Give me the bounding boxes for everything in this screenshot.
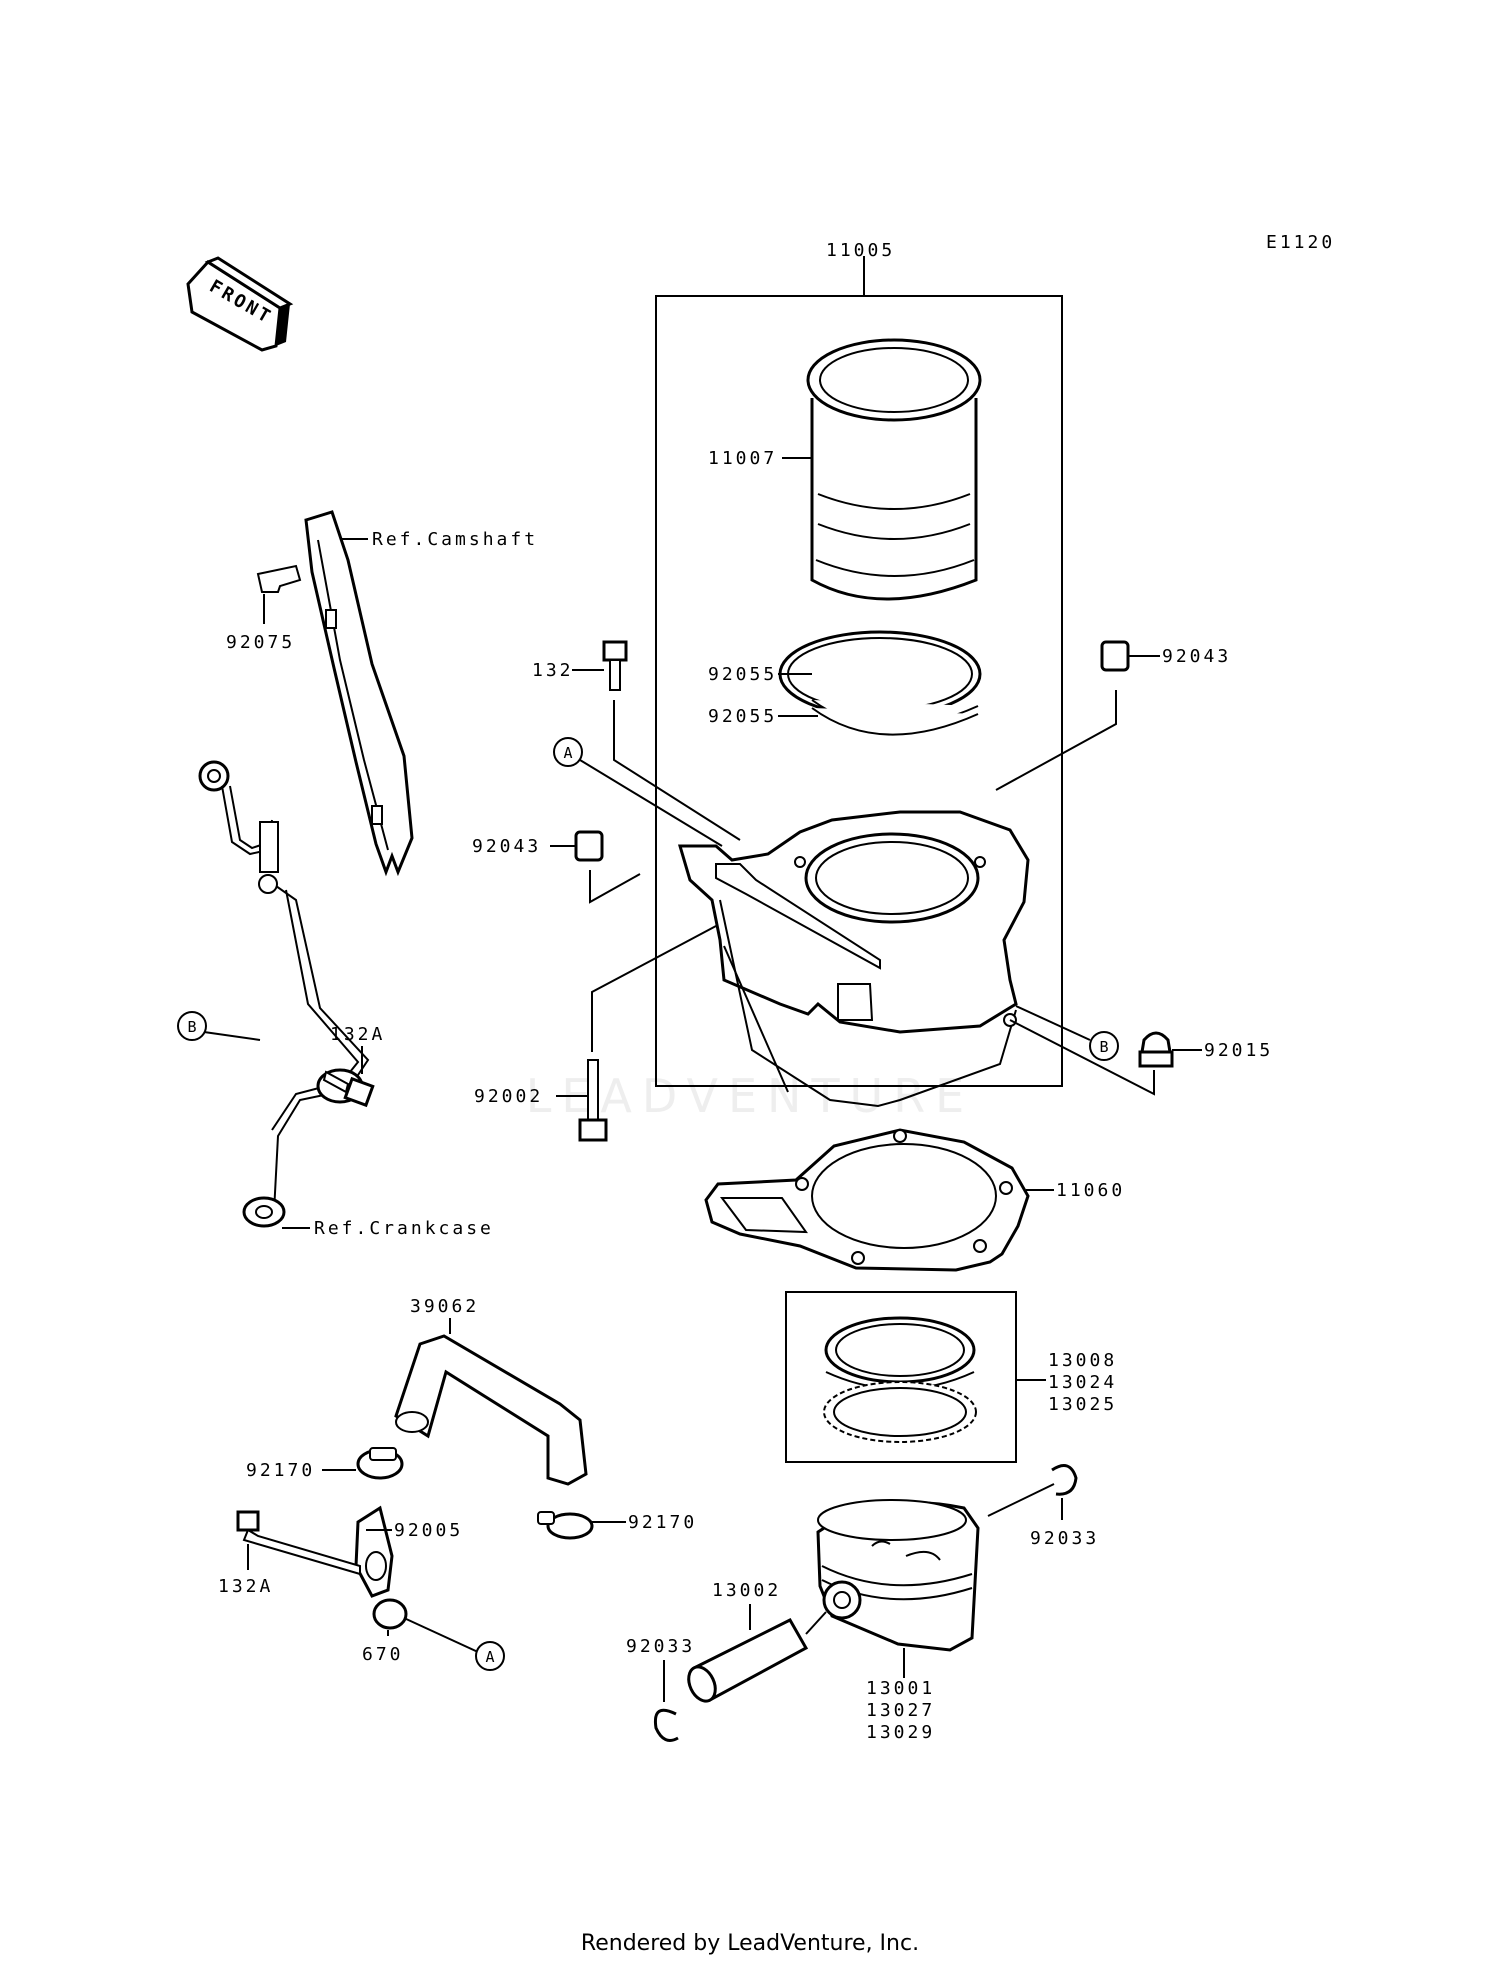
piston-ring-set-box — [785, 1291, 1017, 1463]
label-92170-right: 92170 — [628, 1512, 697, 1533]
callout-b-right-text: B — [1099, 1038, 1108, 1056]
callout-a-bottom-text: A — [485, 1648, 494, 1666]
acorn-nut-92015 — [1138, 1031, 1174, 1068]
stud-bolt-92002 — [578, 1059, 608, 1142]
dowel-pin-left — [574, 830, 604, 862]
label-92075: 92075 — [226, 632, 295, 653]
label-132a-bottom: 132A — [218, 1576, 273, 1597]
label-13025: 13025 — [1048, 1394, 1117, 1415]
callout-a-top-text: A — [563, 744, 572, 762]
circlip-right — [1051, 1464, 1078, 1496]
label-13024: 13024 — [1048, 1372, 1117, 1393]
bolt-132a-top — [322, 1070, 375, 1108]
label-132: 132 — [532, 660, 574, 681]
hose-clamp-left — [356, 1447, 404, 1480]
water-hose-39062 — [394, 1334, 588, 1486]
label-13002: 13002 — [712, 1580, 781, 1601]
label-132a-top: 132A — [330, 1024, 385, 1045]
cylinder-sleeve — [806, 338, 982, 601]
label-92055-upper: 92055 — [708, 664, 777, 685]
label-92015: 92015 — [1204, 1040, 1273, 1061]
callout-b-right — [1089, 1031, 1119, 1061]
footer-credit: Rendered by LeadVenture, Inc. — [581, 1931, 919, 1956]
label-92055-lower: 92055 — [708, 706, 777, 727]
o-ring-lower — [811, 699, 979, 736]
label-92043-left: 92043 — [472, 836, 541, 857]
callout-b-left-text: B — [187, 1018, 196, 1036]
bolt-132a-bottom — [236, 1510, 361, 1576]
cylinder-block — [677, 810, 1030, 1108]
label-ref-camshaft: Ref.Camshaft — [372, 529, 538, 550]
piston-pin — [687, 1618, 809, 1703]
label-670: 670 — [362, 1644, 404, 1665]
front-arrow-icon: FRONT — [186, 256, 294, 352]
cylinder-kit-box — [655, 256, 1063, 1087]
label-92170-left: 92170 — [246, 1460, 315, 1481]
label-11007: 11007 — [708, 448, 777, 469]
label-13027: 13027 — [866, 1700, 935, 1721]
diagram-code: E1120 — [1266, 232, 1335, 253]
label-13001: 13001 — [866, 1678, 935, 1699]
piston — [816, 1499, 980, 1652]
callout-b-left — [177, 1011, 207, 1041]
callout-a-top — [553, 737, 583, 767]
label-13029: 13029 — [866, 1722, 935, 1743]
circlip-left — [653, 1708, 679, 1742]
label-92043-right: 92043 — [1162, 646, 1231, 667]
dowel-pin-right — [1100, 640, 1130, 672]
label-11060: 11060 — [1056, 1180, 1125, 1201]
hose-clamp-right — [537, 1511, 594, 1540]
label-92033-left: 92033 — [626, 1636, 695, 1657]
cam-chain-guide — [304, 510, 414, 877]
label-92005: 92005 — [394, 1520, 463, 1541]
label-39062: 39062 — [410, 1296, 479, 1317]
label-92002: 92002 — [474, 1086, 543, 1107]
clip-92075 — [256, 564, 302, 593]
label-11005: 11005 — [826, 240, 895, 261]
label-92033-right: 92033 — [1030, 1528, 1099, 1549]
callout-a-bottom — [475, 1641, 505, 1671]
o-ring-670 — [372, 1598, 408, 1630]
cylinder-head-gasket — [704, 1128, 1030, 1272]
water-fitting-92005 — [354, 1505, 394, 1598]
label-13008: 13008 — [1048, 1350, 1117, 1371]
label-ref-crankcase: Ref.Crankcase — [314, 1218, 494, 1239]
oil-pipe — [198, 760, 370, 1228]
bolt-132 — [602, 640, 628, 691]
